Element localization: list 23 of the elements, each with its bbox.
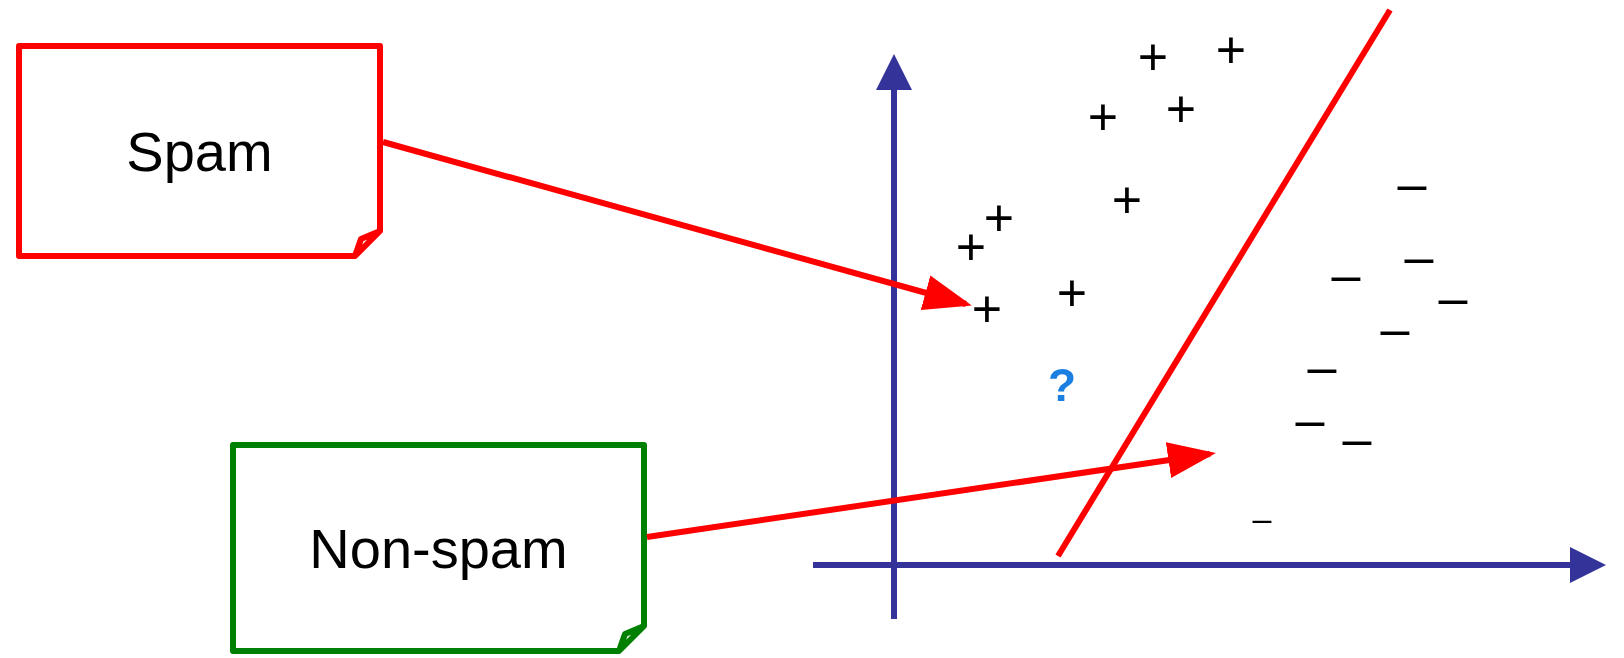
data-point: + xyxy=(970,284,1004,334)
class-mark: – xyxy=(1380,302,1410,354)
class-mark: + xyxy=(1165,83,1197,135)
class-mark: – xyxy=(1397,157,1427,209)
arrow xyxy=(646,442,1216,540)
class-mark: – xyxy=(1295,393,1325,445)
class-mark: + xyxy=(1056,267,1088,319)
note-label: Spam xyxy=(126,118,273,184)
note-box xyxy=(230,442,647,654)
class-mark: – xyxy=(1404,230,1434,282)
class-mark: – xyxy=(1307,340,1337,392)
arrow xyxy=(382,139,972,311)
class-mark: – xyxy=(1438,271,1468,323)
class-mark: + xyxy=(1137,31,1169,83)
note-label: Non-spam xyxy=(309,515,568,581)
class-mark: + xyxy=(1215,24,1247,76)
class-mark: – xyxy=(1252,501,1272,535)
class-mark: + xyxy=(1087,91,1119,143)
class-mark: – xyxy=(1331,248,1361,300)
class-mark: + xyxy=(1111,174,1143,226)
class-mark: – xyxy=(1342,412,1372,464)
query-point-mark: ? xyxy=(1047,362,1077,408)
note-box xyxy=(16,43,383,259)
